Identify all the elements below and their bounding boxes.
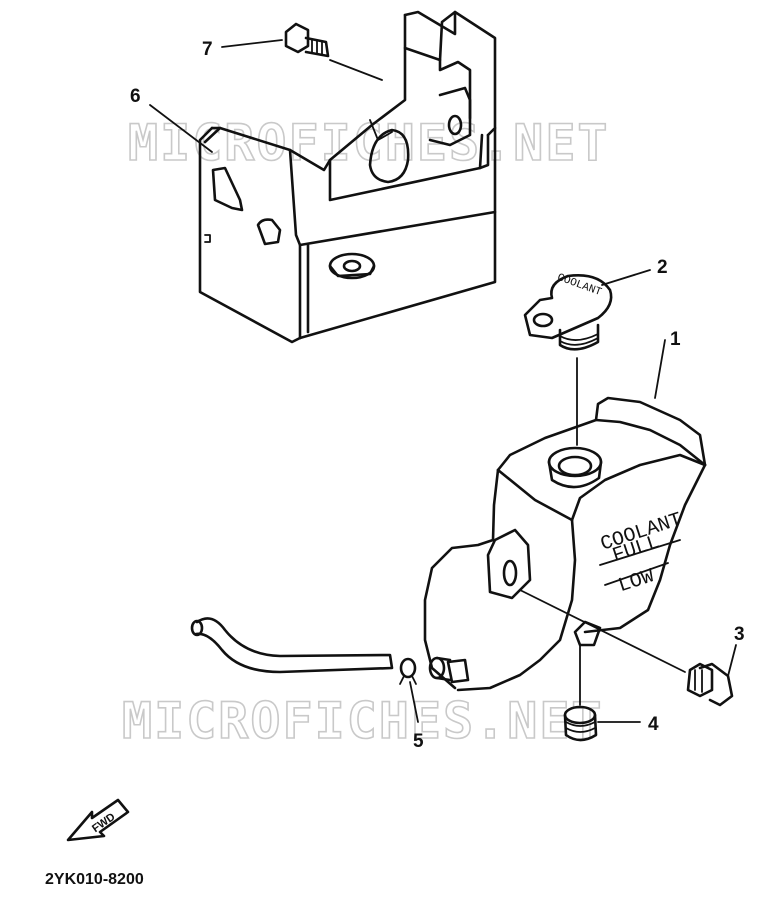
bracket-part (198, 10, 497, 344)
callout-1: 1 (670, 329, 681, 350)
coolant-tank-part: COOLANT FULL LOW (423, 396, 707, 692)
bolt-part-3 (686, 662, 734, 707)
clamp-part-5 (399, 657, 417, 685)
leader-3-label (727, 644, 737, 677)
watermark-top: MICROFICHES.NET (128, 114, 610, 172)
watermark-bottom: MICROFICHES.NET (122, 692, 604, 750)
leader-3-tank (519, 589, 686, 673)
cap-part: COOLANT (523, 272, 613, 351)
callout-2: 2 (657, 257, 668, 278)
grommet-part-4 (563, 705, 598, 742)
leader-5-clamp (409, 681, 419, 723)
hose-part (190, 617, 394, 674)
callout-3: 3 (734, 624, 745, 645)
forward-label: FWD (90, 811, 117, 835)
callout-6: 6 (130, 86, 141, 107)
bolt-part-7 (284, 22, 330, 58)
diagram-code: 2YK010-8200 (45, 871, 144, 888)
leader-6-bracket (149, 104, 213, 153)
leader-7-bracket (329, 59, 383, 81)
leader-2-label (601, 269, 651, 286)
leader-1-tank (654, 339, 666, 399)
callout-4: 4 (648, 714, 659, 735)
forward-arrow-icon: FWD (66, 798, 130, 842)
callout-7: 7 (202, 39, 213, 60)
leader-7-label (221, 39, 283, 48)
tank-label-low: LOW (616, 565, 657, 598)
callout-5: 5 (413, 731, 424, 752)
